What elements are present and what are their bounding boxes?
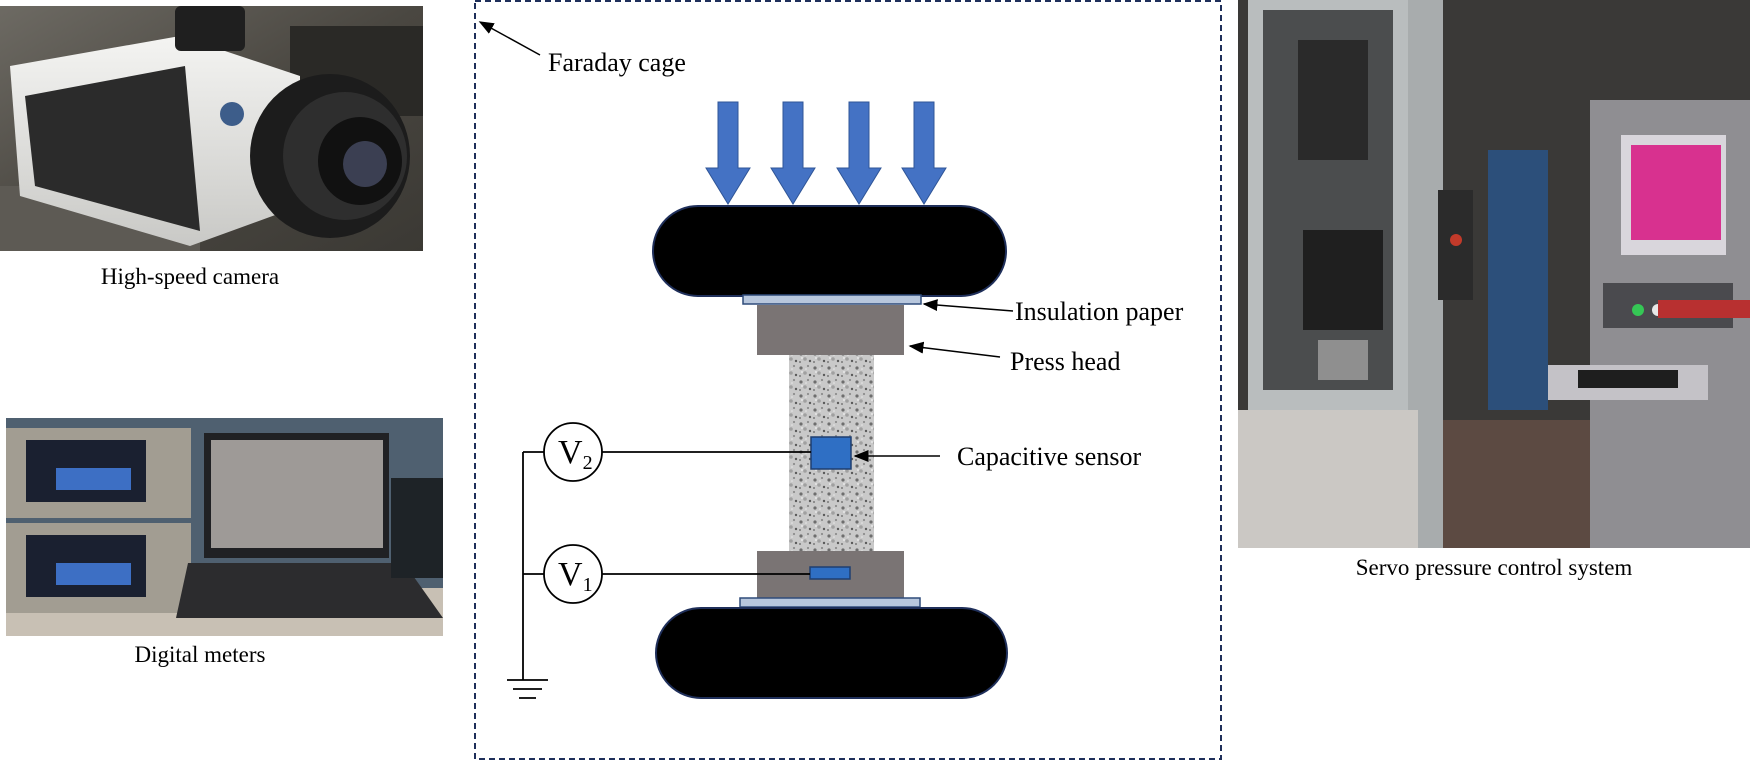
wiring (507, 451, 811, 699)
capacitive-sensor-upper (810, 436, 852, 470)
press-head-pointer (908, 341, 1001, 358)
voltmeter-v1-label: V1 (558, 556, 593, 596)
faraday-cage-pointer (478, 21, 541, 56)
meters-caption: Digital meters (134, 642, 266, 667)
load-arrow-1 (705, 101, 751, 205)
load-arrow-3 (836, 101, 882, 205)
voltmeter-v2-label: V2 (558, 434, 593, 474)
meters-image (6, 418, 443, 636)
high-speed-camera-photo (0, 6, 423, 251)
faraday-cage-border (474, 0, 1222, 760)
digital-meters-photo (6, 418, 443, 636)
servo-caption: Servo pressure control system (1355, 555, 1633, 580)
insulation-paper-pointer (922, 299, 1014, 312)
load-arrow-2 (770, 101, 816, 205)
load-arrow-4 (901, 101, 947, 205)
press-head-label: Press head (1010, 347, 1120, 376)
load-arrows (705, 101, 947, 205)
lower-platen (655, 607, 1008, 699)
faraday-cage-label: Faraday cage (548, 48, 686, 77)
servo-system-photo (1238, 0, 1750, 548)
upper-insulation-paper (742, 294, 922, 305)
voltmeter-v1 (543, 544, 603, 604)
insulation-paper-label: Insulation paper (1015, 297, 1184, 326)
upper-press-head (757, 305, 904, 355)
upper-platen (652, 205, 1007, 297)
lower-insulation-paper (739, 597, 921, 608)
camera-image (0, 6, 423, 251)
capacitive-sensor-lower (809, 566, 851, 580)
servo-image (1238, 0, 1750, 548)
camera-caption: High-speed camera (100, 264, 280, 289)
voltmeter-v2 (543, 422, 603, 482)
capacitive-sensor-label: Capacitive sensor (957, 442, 1141, 471)
